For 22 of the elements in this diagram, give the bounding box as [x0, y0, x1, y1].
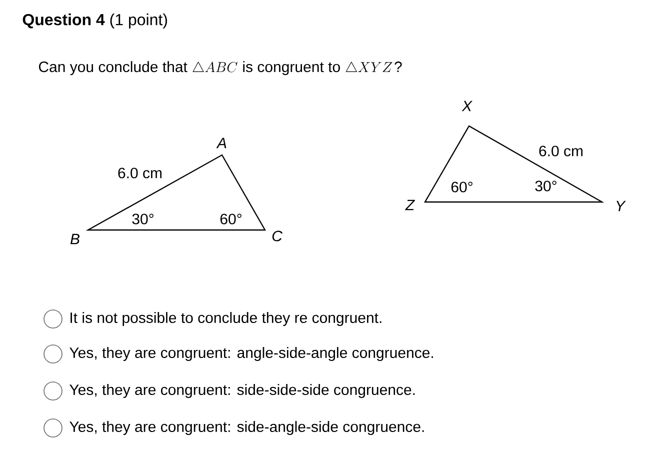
side-length: 6.0 cm — [118, 168, 162, 178]
angle-label: 60° — [451, 182, 472, 192]
vertex-label: Z — [405, 200, 415, 210]
answer-option: Yes, they are congruent: angle-side-angle congruence. — [70, 347, 433, 361]
answer-option: Yes, they are congruent: side-side-side congruence. — [70, 384, 415, 398]
question-text: ? — [394, 62, 402, 72]
angle-label: 30° — [132, 214, 154, 224]
vertex-label: B — [70, 234, 80, 244]
vertex-label: A — [216, 138, 226, 148]
question-title: Question 4 (1 point) — [22, 14, 167, 28]
vertex-label: C — [272, 230, 282, 242]
angle-label: 30° — [535, 180, 556, 192]
question-text: is congruent to — [243, 61, 340, 76]
vertex-label: Y — [616, 200, 626, 212]
math-expression: $\triangle ABC$ — [192, 62, 238, 72]
answer-option: It is not possible to conclude they re congruent. — [70, 312, 382, 326]
angle-label: 60° — [220, 214, 242, 224]
math-expression: $\triangle XYZ$ — [346, 62, 392, 72]
side-length: 6.0 cm — [539, 146, 582, 156]
vertex-label: X — [462, 100, 472, 112]
answer-option: Yes, they are congruent: side-angle-side congruence. — [70, 421, 424, 435]
question-text: Can you conclude that — [38, 61, 188, 76]
